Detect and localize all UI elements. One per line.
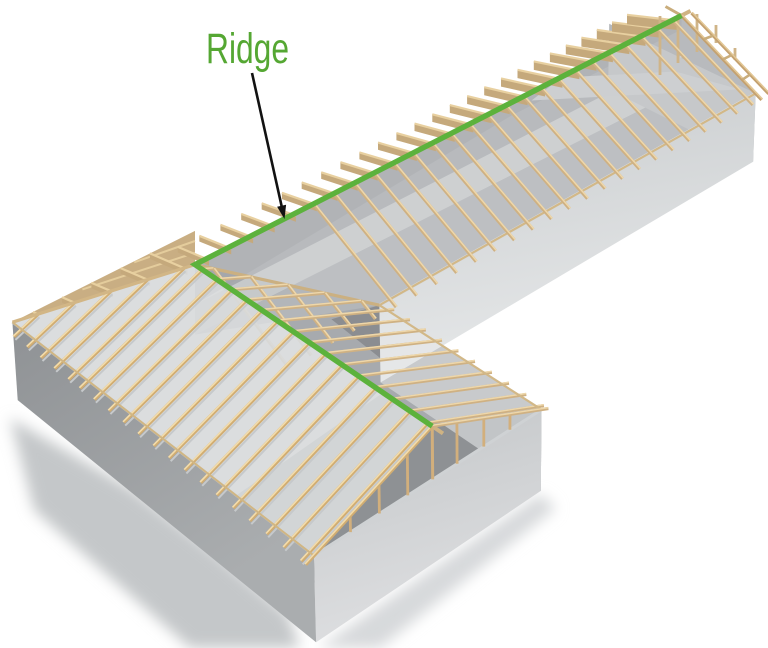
svg-text:Ridge: Ridge xyxy=(206,25,289,73)
